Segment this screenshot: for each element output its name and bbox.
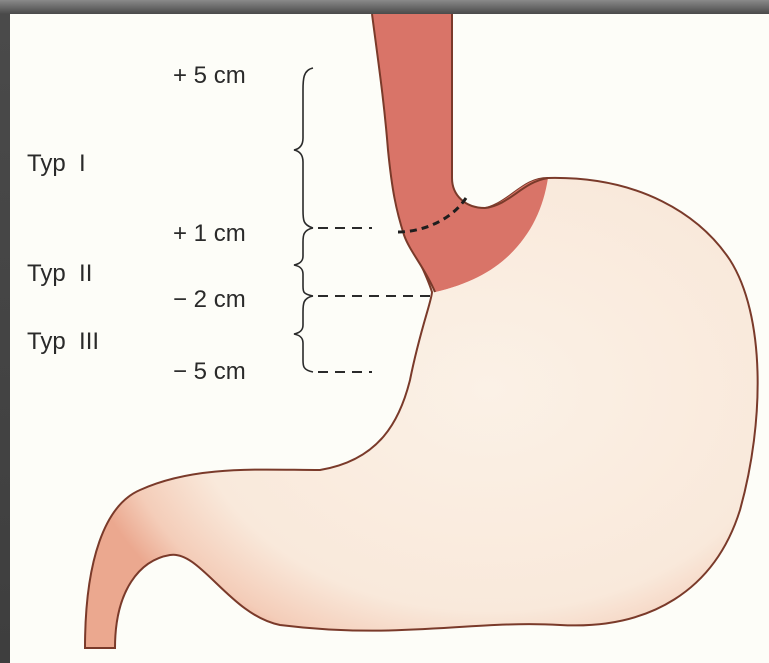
level-label-plus-5: + 5 cm: [173, 64, 246, 88]
level-label-minus-2: − 2 cm: [173, 288, 246, 312]
brace-typ-3: [294, 296, 313, 372]
stomach-illustration: [10, 14, 769, 663]
type-label-2: Typ II: [27, 262, 92, 286]
type-label-1: Typ I: [27, 152, 86, 176]
brace-typ-1: [294, 68, 313, 228]
diagram-panel: + 5 cm Typ I + 1 cm Typ II − 2 cm Typ II…: [10, 14, 769, 663]
brace-typ-2: [294, 228, 313, 296]
level-label-plus-1: + 1 cm: [173, 222, 246, 246]
level-label-minus-5: − 5 cm: [173, 360, 246, 384]
type-label-3: Typ III: [27, 330, 99, 354]
